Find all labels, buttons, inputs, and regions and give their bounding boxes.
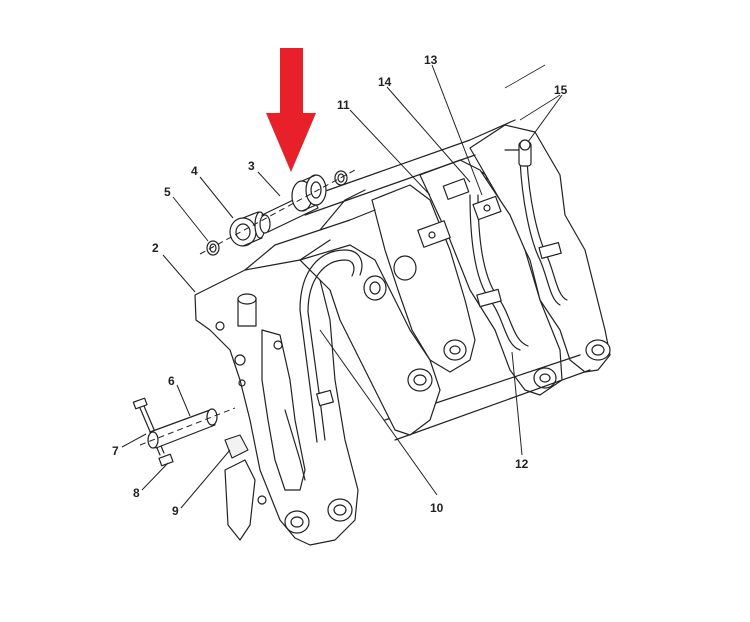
callout-3: 3 — [248, 159, 255, 173]
callout-12: 12 — [515, 457, 529, 471]
lower-pin-assembly — [132, 397, 236, 467]
callout-labels: 2 3 4 5 6 7 8 9 10 11 12 13 14 15 — [112, 53, 568, 518]
pin-assembly — [199, 169, 356, 256]
callout-7: 7 — [112, 444, 119, 458]
leader-lines — [121, 64, 563, 509]
middle-frame-plates — [299, 64, 591, 441]
front-side-frame — [194, 189, 441, 546]
callout-8: 8 — [133, 486, 140, 500]
callout-5: 5 — [164, 185, 171, 199]
callout-9: 9 — [172, 504, 179, 518]
callout-6: 6 — [168, 374, 175, 388]
hydraulic-lines — [417, 139, 568, 351]
callout-2: 2 — [152, 241, 159, 255]
callout-14: 14 — [378, 75, 392, 89]
callout-11: 11 — [337, 98, 350, 112]
highlight-arrow — [266, 48, 316, 172]
callout-10: 10 — [430, 501, 444, 515]
callout-15: 15 — [554, 83, 568, 97]
callout-13: 13 — [424, 53, 438, 67]
callout-4: 4 — [191, 164, 198, 178]
